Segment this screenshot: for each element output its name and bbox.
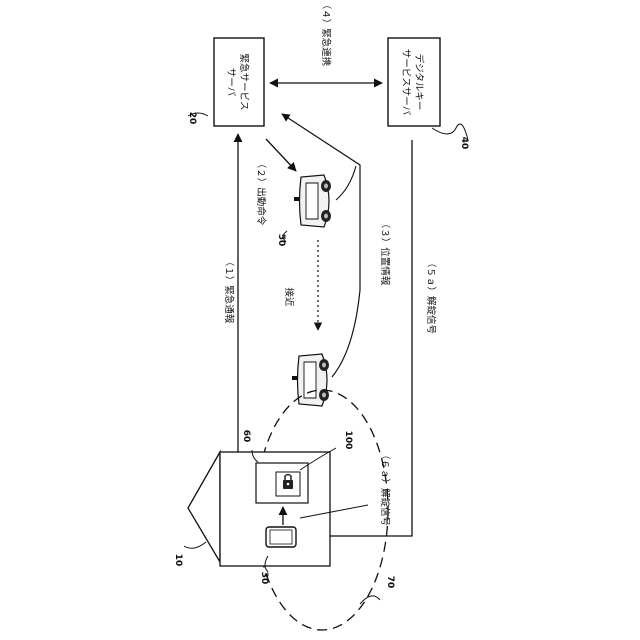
ref-60: 60 — [241, 430, 251, 443]
ref-20: 20 — [187, 112, 197, 125]
ref-50: 50 — [276, 234, 286, 247]
label-step6a: （６ａ）解錠信号 — [379, 450, 391, 526]
label-approach: 接近 — [283, 287, 295, 307]
ref-40: 40 — [459, 137, 469, 150]
vehicle-upper — [294, 175, 331, 227]
label-step5a: （５ａ）解錠信号 — [425, 258, 437, 334]
emergency-server-label-1: 緊急サービス — [238, 53, 250, 110]
label-step2: （２）出動命令 — [255, 159, 267, 226]
emergency-server-box: 緊急サービス サーバ 20 — [187, 38, 264, 126]
digital-key-server-label-1: デジタルキー — [413, 54, 425, 111]
emergency-server-label-2: サーバ — [225, 68, 236, 97]
label-step3: （３）位置情報 — [379, 219, 391, 286]
arrow-approach: 接近 — [283, 240, 318, 330]
ref-10: 10 — [173, 554, 183, 567]
ref-30: 30 — [259, 572, 269, 585]
arrow-step3: （３）位置情報 — [282, 114, 391, 377]
ref-100: 100 — [343, 431, 353, 450]
digital-key-server-box: デジタルキー サービスサーバ 40 — [388, 38, 469, 149]
arrow-step2: （２）出動命令 — [255, 139, 296, 226]
label-step4: （４）緊急連携 — [320, 0, 332, 66]
arrow-step4: （４）緊急連携 — [270, 0, 382, 83]
digital-key-server-label-2: サービスサーバ — [400, 49, 411, 116]
ref-70: 70 — [385, 576, 395, 589]
label-step1: （１）緊急通報 — [223, 257, 235, 324]
